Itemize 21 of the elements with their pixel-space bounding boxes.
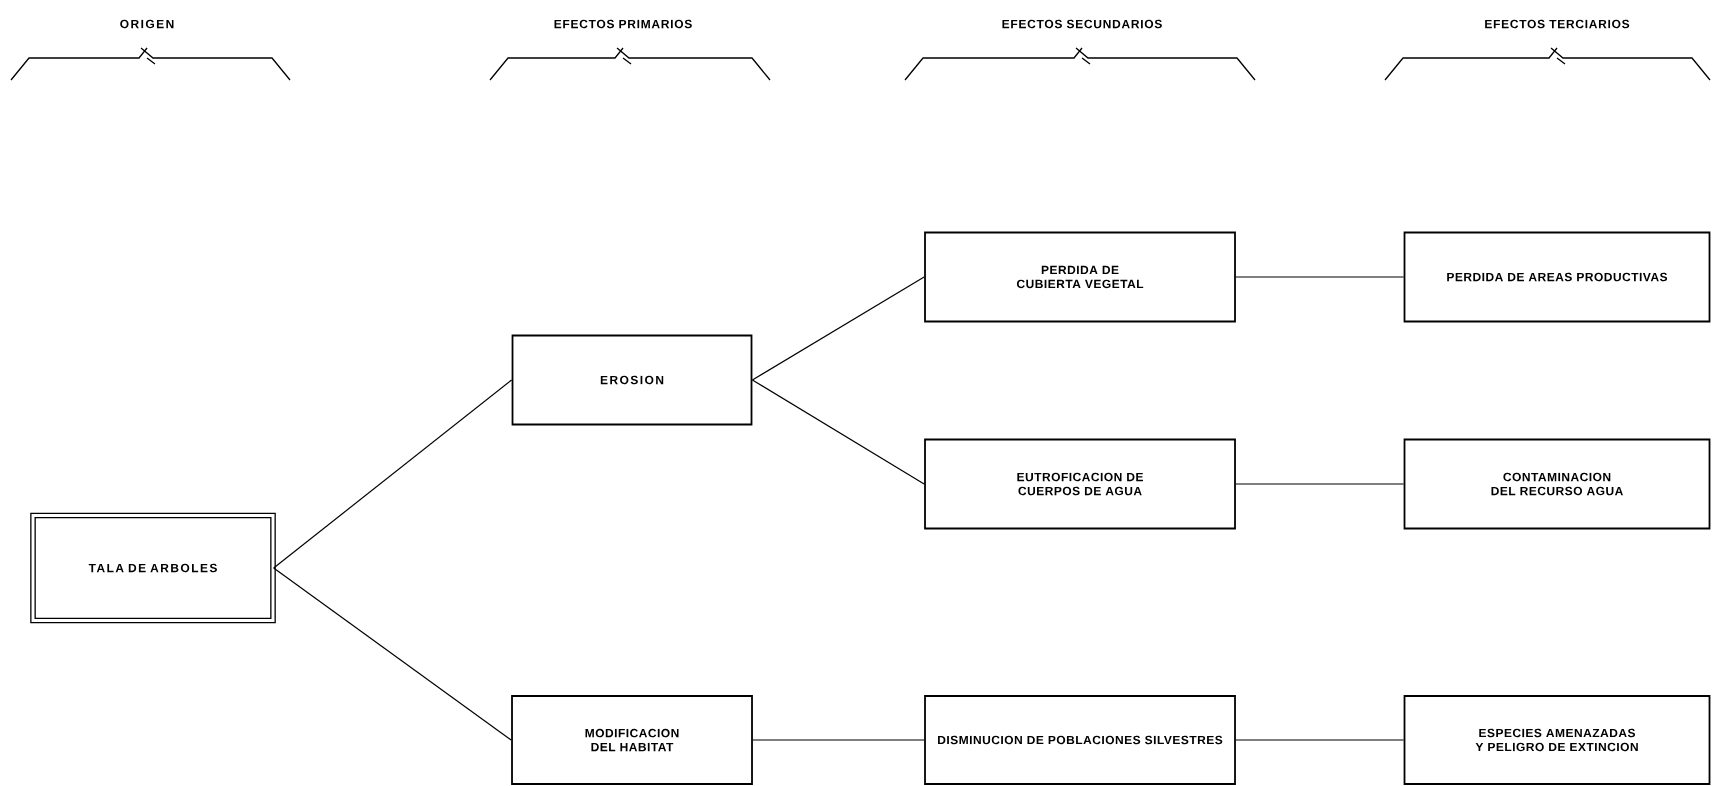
column-heading: EFECTOS TERCIARIOS [1485, 19, 1630, 29]
column-heading: EFECTOS SECUNDARIOS [1002, 19, 1162, 29]
process-box: DISMINUCION DE POBLACIONES SILVESTRES [924, 695, 1236, 785]
process-box: CONTAMINACION DEL RECURSO AGUA [1403, 438, 1711, 530]
process-box: PERDIDA DE AREAS PRODUCTIVAS [1403, 231, 1711, 323]
process-box: TALA DE ARBOLES [30, 512, 276, 624]
connector-line [1235, 739, 1405, 741]
process-box: MODIFICACION DEL HABITAT [511, 695, 753, 785]
connector-line [1235, 483, 1405, 485]
column-heading: EFECTOS PRIMARIOS [554, 19, 692, 29]
connector-line [273, 567, 512, 741]
connector-line [752, 739, 925, 741]
process-box: PERDIDA DE CUBIERTA VEGETAL [924, 231, 1236, 323]
connector-line [273, 379, 513, 569]
connector-line [751, 276, 925, 381]
process-box: EROSION [511, 334, 753, 426]
process-box: ESPECIES AMENAZADAS Y PELIGRO DE EXTINCION [1403, 695, 1711, 785]
connector-line [1235, 276, 1405, 278]
connector-line [751, 379, 925, 485]
process-box: EUTROFICACION DE CUERPOS DE AGUA [924, 438, 1236, 530]
column-heading: ORIGEN [120, 19, 174, 29]
